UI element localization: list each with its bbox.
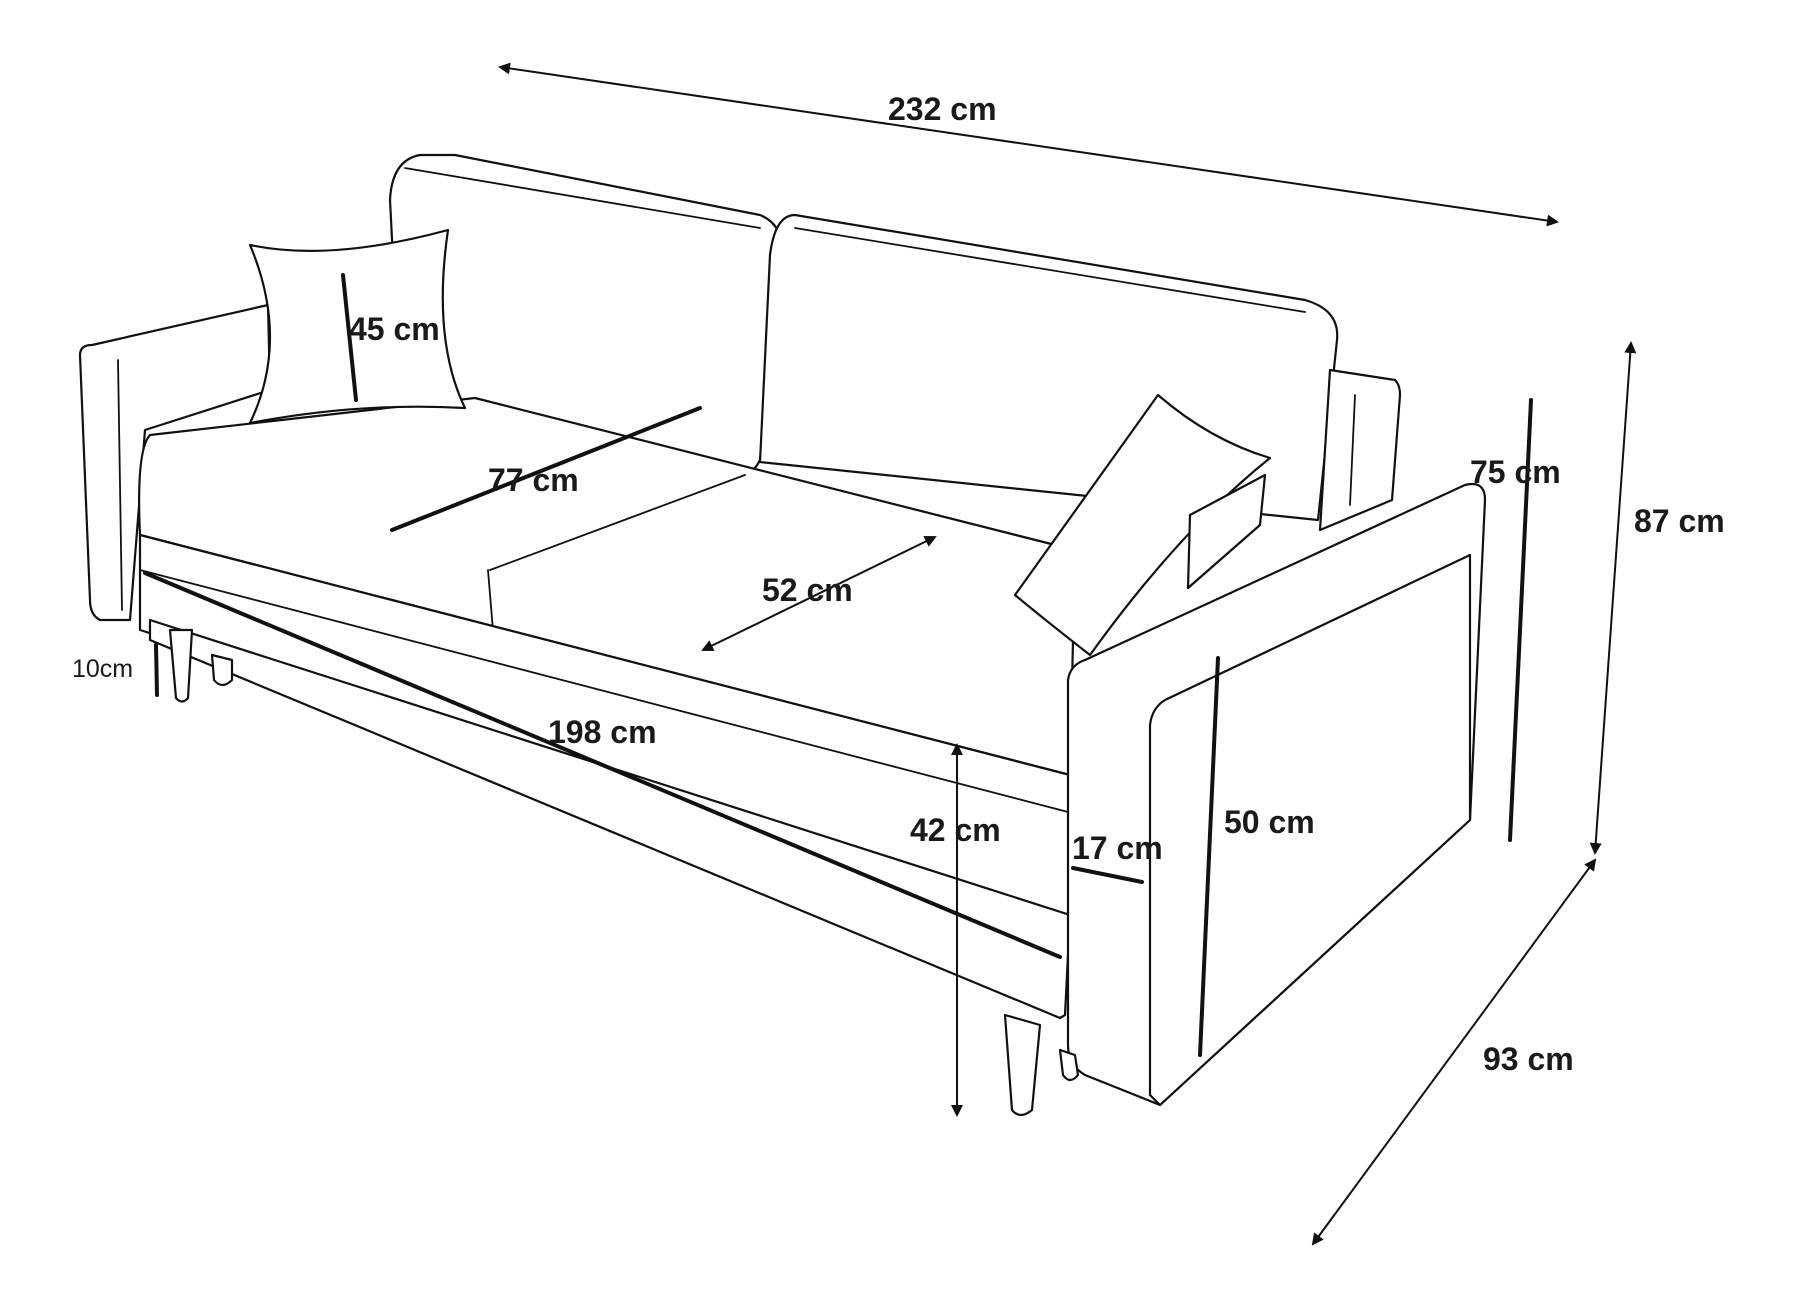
overall-width-label: 232 cm	[888, 91, 997, 127]
armrest-height-line	[1198, 656, 1220, 1057]
front-skirt	[148, 618, 1072, 1020]
armrest-width-line	[1071, 866, 1144, 884]
sofa-legs	[168, 628, 1080, 1117]
overall-height-label: 87 cm	[1634, 503, 1725, 539]
backrest-height-line	[1508, 398, 1533, 842]
seat-depth-label: 52 cm	[762, 572, 853, 608]
pillow-size-label: 45 cm	[349, 311, 440, 347]
right-armrest	[1066, 482, 1487, 1107]
armrest-height-label: 50 cm	[1224, 804, 1315, 840]
seat-depth-arrow	[701, 535, 937, 652]
seat-height-label: 42 cm	[910, 812, 1001, 848]
seat-width-line	[143, 571, 1062, 959]
pillow-size-line	[341, 273, 358, 402]
overall-depth-label: 93 cm	[1483, 1041, 1574, 1077]
leg-height-label: 10cm	[72, 655, 134, 683]
overall-width-arrow	[498, 62, 1559, 227]
overall-height-arrow	[1589, 341, 1637, 855]
overall-depth-arrow	[1311, 858, 1597, 1246]
leg-height-line	[154, 643, 159, 697]
right-pillow	[1013, 393, 1272, 657]
seat-width-label: 198 cm	[548, 714, 657, 750]
backrest-height-label: 75 cm	[1470, 454, 1561, 490]
armrest-width-label: 17 cm	[1072, 830, 1163, 866]
left-armrest	[78, 303, 272, 622]
left-pillow	[248, 228, 467, 425]
right-back-panel	[1318, 368, 1402, 532]
seat-cushion-width-label: 77 cm	[488, 462, 579, 498]
seat-cushion-width-line	[390, 406, 702, 532]
